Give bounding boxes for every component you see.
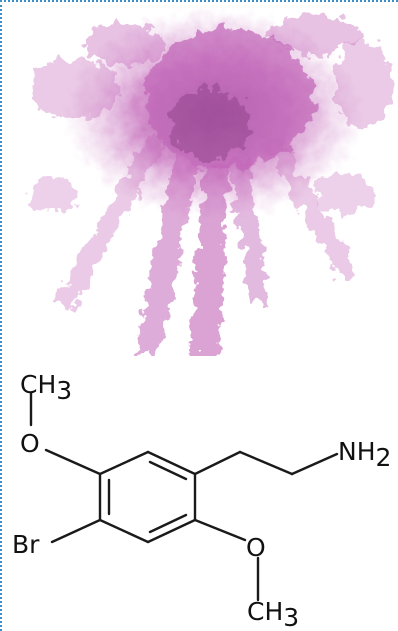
bond-chain-1 — [193, 450, 242, 476]
powder-splash — [29, 9, 394, 356]
bond-chain-3 — [290, 452, 339, 476]
bonds — [29, 391, 339, 602]
oxygen-top-label: O — [20, 429, 40, 458]
ring-double-2 — [148, 513, 188, 534]
bond-ring-br — [50, 518, 102, 544]
bond-ring-o-top — [44, 448, 102, 476]
amine-label: NH2 — [338, 437, 391, 472]
bromine-label: Br — [12, 530, 40, 559]
ring-double-1 — [148, 460, 188, 481]
oxygen-bottom-label: O — [246, 533, 266, 562]
powder-photo — [14, 4, 398, 356]
ch3-top-label: CH3 — [20, 370, 72, 405]
ring-bond-1 — [146, 450, 197, 476]
ch3-bottom-label: CH3 — [247, 597, 299, 631]
ring-bond-3 — [146, 518, 197, 544]
chemical-structure: CH3 O NH2 Br O CH3 — [12, 370, 391, 631]
bond-chain-2 — [238, 450, 294, 476]
ring-bond-4 — [98, 518, 150, 544]
bond-ring-o-bottom — [193, 518, 247, 542]
ring-bond-6 — [98, 450, 150, 476]
